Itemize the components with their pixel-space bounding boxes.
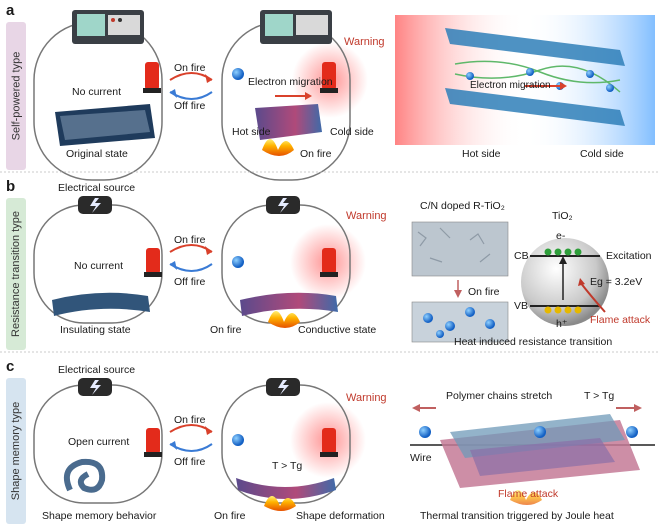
electron-c: [232, 434, 244, 446]
alarm-a1: [145, 62, 159, 90]
b-excitation: Excitation: [606, 250, 652, 262]
b-off-fire: Off fire: [174, 276, 206, 288]
b-electrical-source: Electrical source: [58, 182, 136, 194]
panel-c-letter: c: [6, 358, 15, 375]
b-h-plus: h⁺: [556, 318, 568, 330]
a-warning: Warning: [344, 36, 385, 48]
meter-screen-a1: [77, 14, 105, 36]
sample-deformed-c: [236, 478, 336, 499]
a-electron-migration: Electron migration: [248, 76, 333, 88]
c-shape-deformation: Shape deformation: [296, 510, 385, 522]
a-no-current: No current: [72, 86, 122, 98]
panel-b-letter: b: [6, 178, 16, 195]
c-t-gt-tg-right: T > Tg: [584, 390, 615, 402]
a-off-fire: Off fire: [174, 100, 206, 112]
b-sem-on-fire: On fire: [468, 286, 500, 298]
a-diagram-migration: Electron migration: [470, 80, 551, 91]
c-polymer-chains: Polymer chains stretch: [446, 390, 553, 402]
b-warning: Warning: [346, 210, 387, 222]
a-on-fire-bottom: On fire: [300, 148, 332, 160]
b-tio2: TiO₂: [552, 210, 573, 222]
a-cold-side: Cold side: [330, 126, 374, 138]
flame-c: [264, 496, 296, 511]
sem-before: [411, 221, 509, 277]
alarm-c2: [322, 428, 336, 454]
b-flame-attack: Flame attack: [590, 314, 651, 326]
c-on-fire-bottom: On fire: [214, 510, 246, 522]
c-wire: Wire: [410, 452, 432, 464]
b-e-minus: e-: [556, 230, 566, 242]
flame-b: [268, 311, 300, 328]
tio2-sphere: [521, 238, 609, 326]
panel-c-type-banner: Shape memory type: [6, 378, 26, 524]
a-diagram-cold: Cold side: [580, 148, 624, 160]
alarm-a2: [322, 62, 336, 90]
sample-rolled-c: [64, 458, 106, 493]
c-warning: Warning: [346, 392, 387, 404]
panel-a-type-banner: Self-powered type: [6, 22, 26, 170]
b-on-fire-bottom: On fire: [210, 324, 242, 336]
c-flame-attack: Flame attack: [498, 488, 559, 500]
alarm-b1: [146, 248, 160, 274]
b-vb: VB: [514, 300, 529, 312]
electron-a: [232, 68, 244, 80]
a-hot-side: Hot side: [232, 126, 271, 138]
b-conductive-state: Conductive state: [298, 324, 377, 336]
b-doped-label: C/N doped R-TiO₂: [420, 200, 505, 212]
c-t-gt-tg: T > Tg: [272, 460, 303, 472]
a-original-state: Original state: [66, 148, 128, 160]
c-open-current: Open current: [68, 436, 130, 448]
c-off-fire: Off fire: [174, 456, 206, 468]
panel-c-type-label: Shape memory type: [10, 401, 22, 501]
flame-a: [262, 139, 294, 156]
sample-insulating-b: [52, 292, 150, 316]
b-caption: Heat induced resistance transition: [454, 336, 613, 348]
panel-a-letter: a: [6, 2, 15, 19]
c-electrical-source: Electrical source: [58, 364, 136, 376]
a-diagram-hot: Hot side: [462, 148, 501, 160]
b-cb: CB: [514, 250, 529, 262]
sample-conductive-b: [240, 292, 338, 316]
panel-b-type-banner: Resistance transition type: [6, 198, 26, 350]
c-shape-memory-behavior: Shape memory behavior: [42, 510, 157, 522]
b-no-current: No current: [74, 260, 124, 272]
b-eg: Eg = 3.2eV: [590, 276, 643, 288]
panel-a-type-label: Self-powered type: [10, 51, 23, 141]
alarm-b2: [322, 248, 336, 274]
sample-heated-a: [255, 104, 322, 140]
b-insulating-state: Insulating state: [60, 324, 131, 336]
c-caption: Thermal transition triggered by Joule he…: [420, 510, 614, 522]
c-on-fire-top: On fire: [174, 414, 206, 426]
b-on-fire-top: On fire: [174, 234, 206, 246]
alarm-c1: [146, 428, 160, 454]
a-on-fire-top: On fire: [174, 62, 206, 74]
electron-b: [232, 256, 244, 268]
panel-b-type-label: Resistance transition type: [10, 211, 23, 337]
